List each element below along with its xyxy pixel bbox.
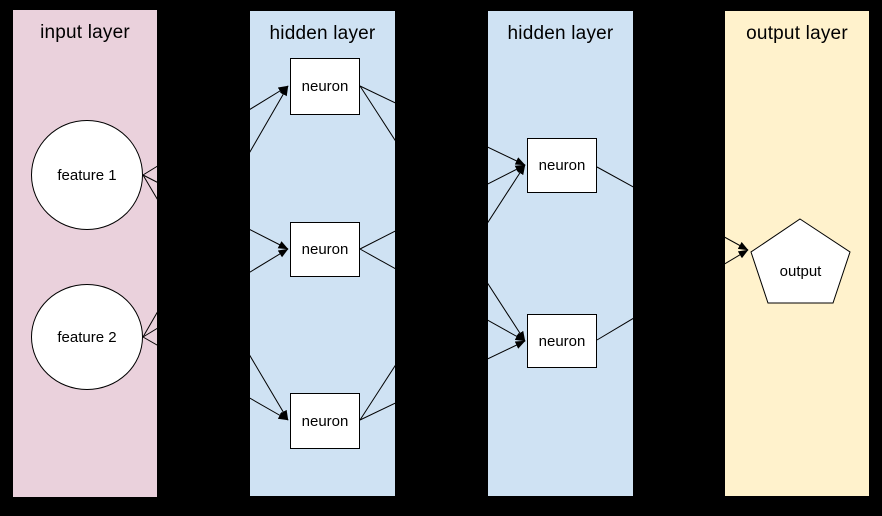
hidden1-neuron-1-label: neuron <box>301 78 349 95</box>
feature-2-node: feature 2 <box>31 284 143 390</box>
output-layer-panel: output layer <box>725 11 869 496</box>
output-node-label: output <box>779 263 822 280</box>
hidden-layer-1-title: hidden layer <box>269 23 376 44</box>
hidden2-neuron-1-label: neuron <box>538 157 586 174</box>
hidden1-neuron-1-node: neuron <box>290 58 360 115</box>
input-layer-panel: input layer <box>13 10 157 497</box>
hidden2-neuron-2-label: neuron <box>538 332 586 350</box>
hidden1-neuron-3-node: neuron <box>290 393 360 449</box>
feature-1-node: feature 1 <box>31 120 143 230</box>
output-layer-title: output layer <box>746 23 848 44</box>
hidden-layer-2-title: hidden layer <box>507 23 614 44</box>
feature-1-label: feature 1 <box>57 166 117 184</box>
feature-2-label: feature 2 <box>57 328 117 346</box>
input-layer-title: input layer <box>40 22 130 43</box>
hidden2-neuron-1-node: neuron <box>527 138 597 193</box>
hidden2-neuron-2-node: neuron <box>527 314 597 368</box>
hidden-layer-2-panel: hidden layer <box>488 11 633 496</box>
hidden1-neuron-2-label: neuron <box>301 241 349 258</box>
hidden1-neuron-2-node: neuron <box>290 222 360 277</box>
hidden1-neuron-3-label: neuron <box>301 412 349 430</box>
